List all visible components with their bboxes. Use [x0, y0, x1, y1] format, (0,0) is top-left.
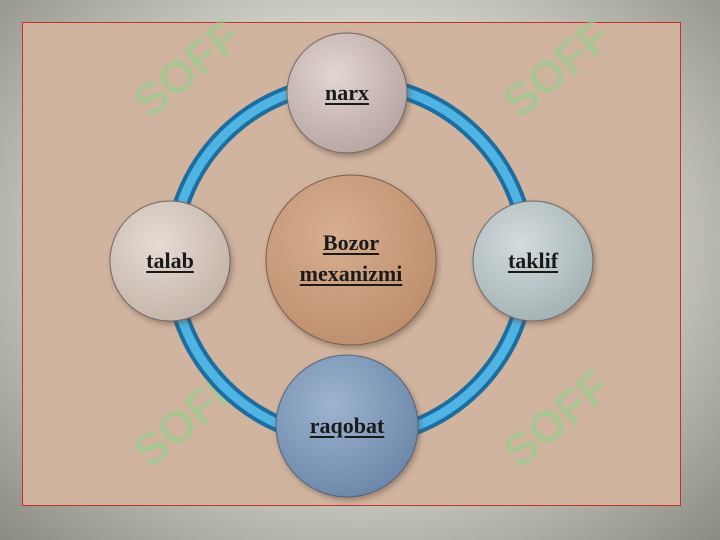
watermark-top-left: SOFF [123, 9, 250, 128]
node-right-label: taklif [507, 248, 559, 273]
svg-text:SOFF: SOFF [493, 9, 620, 128]
node-bottom-label: raqobat [309, 413, 385, 438]
node-left-circle [109, 200, 231, 322]
watermark-bottom-right: SOFF [493, 359, 620, 478]
watermark-bottom-left: SOFF [123, 359, 250, 478]
node-top-circle [286, 32, 408, 154]
node-top-label: narx [325, 80, 369, 105]
node-right-circle [472, 200, 594, 322]
svg-text:SOFF: SOFF [493, 359, 620, 478]
svg-text:SOFF: SOFF [123, 359, 250, 478]
center-node-circle [265, 174, 437, 346]
node-left-label: talab [146, 248, 194, 273]
center-label-line1: Bozor [322, 230, 380, 255]
watermark-top-right: SOFF [493, 9, 620, 128]
node-bottom-circle [275, 354, 419, 498]
center-node-label: Bozor mexanizmi [276, 228, 426, 290]
center-label-line2: mexanizmi [299, 260, 403, 286]
svg-text:SOFF: SOFF [123, 9, 250, 128]
